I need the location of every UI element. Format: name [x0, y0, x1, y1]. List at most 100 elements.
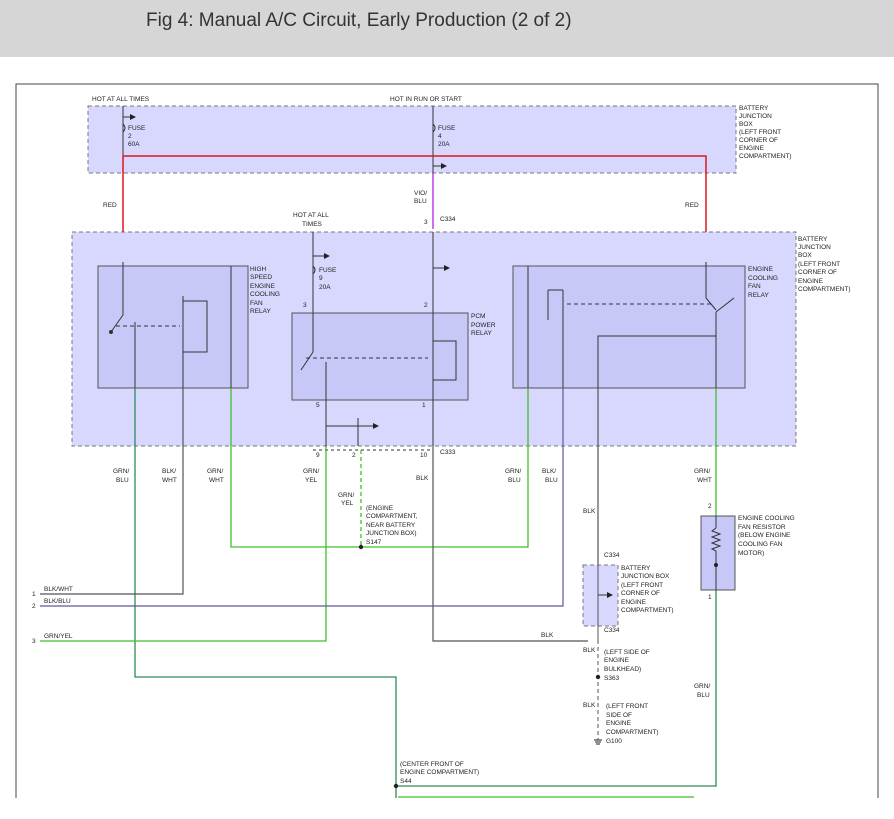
blk-wire [432, 446, 588, 642]
svg-text:JUNCTION: JUNCTION [739, 113, 772, 120]
c334-top-label: C334 [604, 552, 620, 559]
svg-text:BATTERY: BATTERY [621, 565, 651, 572]
fuse-9: FUSE 9 20A 3 [303, 232, 337, 313]
svg-text:YEL: YEL [305, 477, 318, 484]
svg-text:2: 2 [32, 603, 36, 610]
svg-text:PCM: PCM [471, 313, 485, 320]
svg-text:WHT: WHT [162, 477, 177, 484]
svg-text:ENGINE COMPARTMENT): ENGINE COMPARTMENT) [400, 769, 479, 776]
svg-text:YEL: YEL [341, 500, 354, 507]
svg-text:(CENTER FRONT OF: (CENTER FRONT OF [400, 761, 464, 768]
svg-text:FUSE: FUSE [128, 125, 146, 132]
svg-text:GRN/: GRN/ [505, 468, 521, 475]
svg-text:BLK: BLK [541, 632, 554, 639]
svg-text:FUSE: FUSE [319, 267, 337, 274]
svg-text:FAN RESISTOR: FAN RESISTOR [738, 524, 786, 531]
svg-text:BATTERY: BATTERY [798, 236, 828, 243]
title-bar [0, 0, 894, 57]
svg-text:COMPARTMENT): COMPARTMENT) [739, 153, 791, 160]
svg-text:ENGINE: ENGINE [606, 720, 632, 727]
svg-text:ENGINE: ENGINE [748, 266, 774, 273]
svg-text:MOTOR): MOTOR) [738, 550, 764, 557]
svg-text:(BELOW ENGINE: (BELOW ENGINE [738, 532, 791, 539]
hs-relay-label: HIGH SPEED ENGINE COOLING FAN RELAY [250, 266, 280, 315]
svg-text:BLK: BLK [583, 508, 596, 515]
ecf-relay-internals [527, 262, 735, 388]
svg-text:ENGINE COOLING: ENGINE COOLING [738, 515, 795, 522]
svg-text:BLU: BLU [414, 198, 427, 205]
s363-label: (LEFT SIDE OF ENGINE BULKHEAD) S363 [604, 649, 650, 682]
svg-text:(LEFT FRONT: (LEFT FRONT [606, 703, 648, 710]
pcm-pin-2: 2 [424, 302, 428, 309]
c333-pin-2: 2 [352, 452, 356, 459]
ecf-relay-label: ENGINE COOLING FAN RELAY [748, 266, 778, 299]
svg-text:COOLING: COOLING [250, 291, 280, 298]
svg-text:SPEED: SPEED [250, 274, 272, 281]
svg-text:COMPARTMENT): COMPARTMENT) [606, 729, 658, 736]
page-title: Fig 4: Manual A/C Circuit, Early Product… [146, 10, 572, 31]
hs-relay-internals [109, 262, 232, 388]
svg-text:FAN: FAN [250, 300, 263, 307]
pcm-relay-label: PCM POWER RELAY [471, 313, 496, 337]
svg-text:COMPARTMENT): COMPARTMENT) [621, 607, 673, 614]
svg-text:BLU: BLU [116, 477, 129, 484]
s147-dot [358, 544, 364, 550]
grn-wht-wire [230, 388, 529, 548]
hot-at-all-times-label: HOT AT ALL TIMES [92, 96, 150, 103]
svg-text:RELAY: RELAY [748, 292, 769, 299]
svg-text:S147: S147 [366, 539, 382, 546]
svg-text:3: 3 [303, 302, 307, 309]
engine-cooling-fan-relay [512, 265, 746, 389]
blk-blu-wire [40, 388, 564, 607]
svg-text:S363: S363 [604, 675, 620, 682]
c333-label: C333 [440, 449, 456, 456]
small-bjb-label: BATTERY JUNCTION BOX (LEFT FRONT CORNER … [621, 565, 673, 614]
svg-text:BLU: BLU [545, 477, 558, 484]
hot-all-times-2: HOT AT ALL [293, 212, 329, 219]
blk-g100-label: BLK [583, 702, 596, 709]
svg-text:60A: 60A [128, 141, 140, 148]
svg-text:CORNER OF: CORNER OF [621, 590, 660, 597]
pcm-relay-internals [300, 232, 457, 446]
svg-text:BLK/BLU: BLK/BLU [44, 598, 71, 605]
pcm-pin-5: 5 [316, 402, 320, 409]
c334-pin-label: 3 [424, 219, 428, 226]
svg-text:CORNER OF: CORNER OF [798, 269, 837, 276]
svg-text:ENGINE: ENGINE [621, 599, 647, 606]
svg-text:(LEFT FRONT: (LEFT FRONT [621, 582, 663, 589]
c333-pin-9: 9 [316, 452, 320, 459]
svg-text:JUNCTION: JUNCTION [798, 244, 831, 251]
svg-text:BLK/: BLK/ [542, 468, 556, 475]
svg-text:20A: 20A [438, 141, 450, 148]
svg-text:POWER: POWER [471, 322, 496, 329]
svg-text:4: 4 [438, 133, 442, 140]
svg-text:TIMES: TIMES [302, 221, 323, 228]
svg-text:ENGINE: ENGINE [604, 657, 630, 664]
svg-text:GRN/: GRN/ [694, 468, 710, 475]
s44-label: (CENTER FRONT OF ENGINE COMPARTMENT) S44 [400, 761, 479, 785]
pcm-power-relay [291, 312, 469, 401]
svg-text:GRN/: GRN/ [338, 492, 354, 499]
svg-text:GRN/: GRN/ [694, 683, 710, 690]
svg-text:COMPARTMENT): COMPARTMENT) [798, 286, 850, 293]
svg-text:RELAY: RELAY [250, 308, 271, 315]
grn-blu-right-wire [396, 590, 717, 787]
svg-text:BOX: BOX [798, 252, 812, 259]
svg-text:COOLING FAN: COOLING FAN [738, 541, 783, 548]
high-speed-fan-relay [97, 265, 249, 389]
svg-text:ENGINE: ENGINE [798, 278, 824, 285]
bottom-box-location: BATTERY JUNCTION BOX (LEFT FRONT CORNER … [798, 236, 850, 293]
vio-blu-label: VIO/ [414, 190, 427, 197]
svg-text:HIGH: HIGH [250, 266, 267, 273]
svg-text:NEAR BATTERY: NEAR BATTERY [366, 522, 416, 529]
svg-text:20A: 20A [319, 284, 331, 291]
svg-text:BLU: BLU [508, 477, 521, 484]
blk-s363-label: BLK [583, 647, 596, 654]
svg-text:GRN/YEL: GRN/YEL [44, 633, 73, 640]
g100-label: (LEFT FRONT SIDE OF ENGINE COMPARTMENT) … [606, 703, 658, 745]
svg-text:COOLING: COOLING [748, 275, 778, 282]
svg-text:RELAY: RELAY [471, 330, 492, 337]
svg-text:WHT: WHT [209, 477, 224, 484]
svg-text:(LEFT FRONT: (LEFT FRONT [798, 261, 840, 268]
diagram-frame [15, 83, 879, 798]
